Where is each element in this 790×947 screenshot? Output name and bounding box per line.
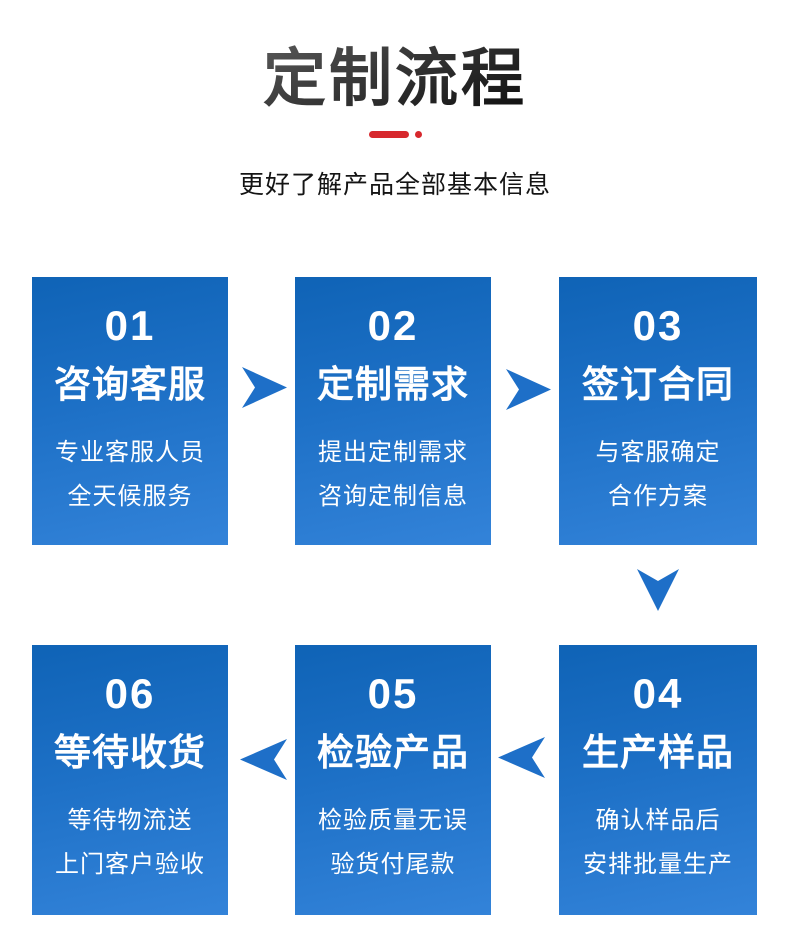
- title-divider: [0, 131, 790, 138]
- step-desc-line: 确认样品后: [595, 807, 721, 834]
- step-desc-line: 安排批量生产: [583, 851, 733, 878]
- step-card-02: 02 定制需求 提出定制需求 咨询定制信息: [295, 277, 491, 545]
- step-card-01: 01 咨询客服 专业客服人员 全天候服务: [32, 277, 228, 545]
- arrow-left-icon: [240, 739, 287, 780]
- page-subtitle: 更好了解产品全部基本信息: [238, 171, 551, 199]
- step-card-06: 06 等待收货 等待物流送 上门客户验收: [32, 645, 228, 915]
- step-card-04: 04 生产样品 确认样品后 安排批量生产: [559, 645, 757, 915]
- divider-dot: [414, 131, 422, 138]
- step-number: 01: [104, 302, 156, 349]
- step-desc-line: 与客服确定: [595, 439, 721, 466]
- step-desc-line: 上门客户验收: [55, 851, 205, 878]
- step-number: 03: [632, 302, 684, 349]
- step-number: 02: [367, 302, 419, 349]
- step-number: 04: [632, 670, 684, 717]
- step-title: 检验产品: [317, 732, 469, 773]
- arrow-right-icon: [506, 369, 551, 410]
- step-desc-line: 验货付尾款: [330, 851, 456, 878]
- step-title: 定制需求: [317, 364, 469, 405]
- step-number: 06: [104, 670, 156, 717]
- page-title: 定制流程: [0, 28, 790, 119]
- step-title: 等待收货: [54, 732, 206, 773]
- arrow-left-icon: [498, 737, 545, 778]
- step-desc-line: 咨询定制信息: [318, 483, 468, 510]
- step-desc-line: 合作方案: [608, 483, 708, 510]
- step-title: 生产样品: [582, 732, 734, 773]
- step-desc-line: 专业客服人员: [55, 439, 205, 466]
- arrow-down-icon: [637, 569, 679, 611]
- step-title: 签订合同: [582, 364, 734, 405]
- step-desc-line: 检验质量无误: [318, 807, 468, 834]
- step-card-05: 05 检验产品 检验质量无误 验货付尾款: [295, 645, 491, 915]
- step-number: 05: [367, 670, 419, 717]
- arrow-right-icon: [242, 367, 287, 408]
- step-desc-line: 提出定制需求: [318, 439, 468, 466]
- divider-bar: [368, 131, 409, 138]
- step-title: 咨询客服: [54, 364, 206, 405]
- step-desc-line: 等待物流送: [67, 807, 193, 834]
- step-desc-line: 全天候服务: [67, 483, 193, 510]
- step-card-03: 03 签订合同 与客服确定 合作方案: [559, 277, 757, 545]
